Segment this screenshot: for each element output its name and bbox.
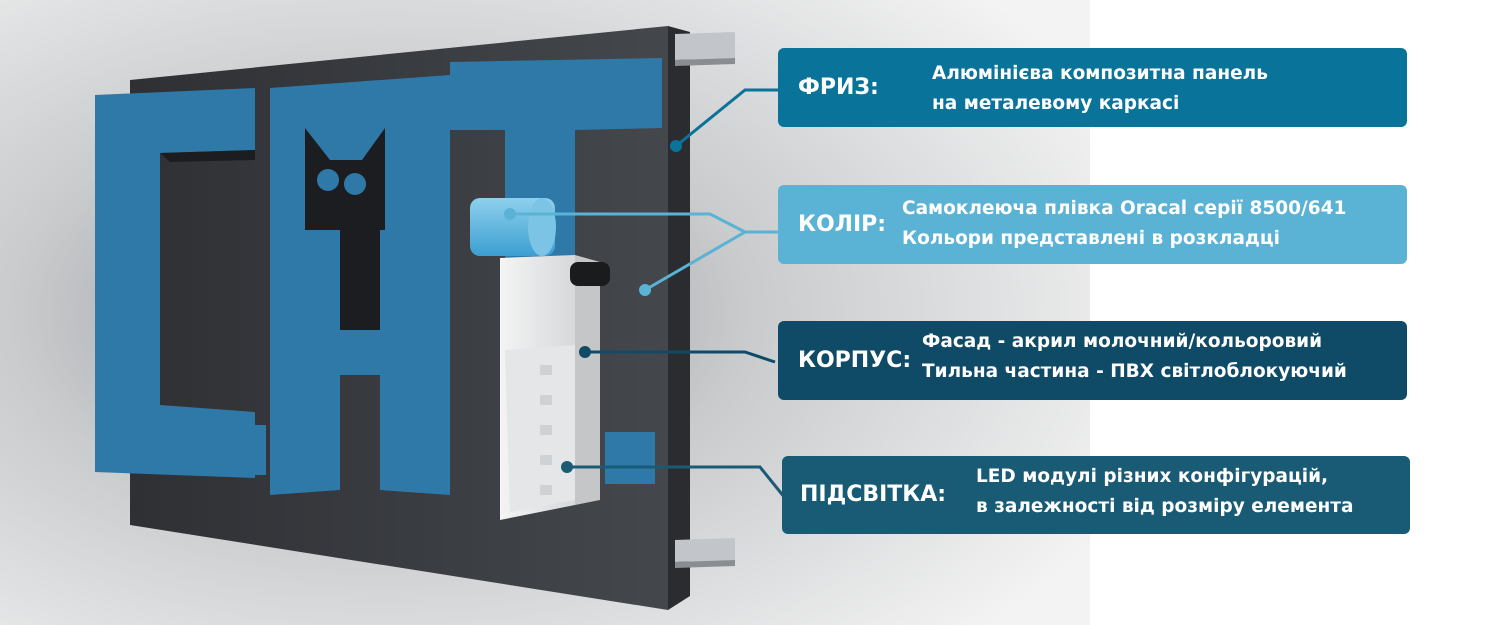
friz-line-1: Алюмінієва композитна панель	[932, 63, 1268, 84]
friz-line-2: на металевому каркасі	[932, 93, 1180, 114]
friz-description: Алюмінієва композитна панель на металево…	[932, 59, 1268, 119]
korpus-line-1: Фасад - акрил молочний/кольоровий	[922, 331, 1323, 352]
kolir-description: Самоклеюча плівка Oracal серії 8500/641 …	[902, 194, 1346, 254]
kolir-label-box: КОЛІР: Самоклеюча плівка Oracal серії 85…	[778, 185, 1407, 264]
letter-dot	[232, 425, 266, 475]
connector-dots	[504, 140, 682, 473]
kolir-line-1: Самоклеюча плівка Oracal серії 8500/641	[902, 198, 1347, 219]
pidsvitka-key: ПІДСВІТКА:	[800, 482, 947, 507]
letter-dot	[395, 425, 429, 475]
kolir-line-2: Кольори представлені в розкладці	[902, 228, 1280, 249]
acrylic-housing	[500, 255, 600, 520]
pidsvitka-description: LED модулі різних конфігурацій, в залежн…	[976, 462, 1354, 522]
friz-key: ФРИЗ:	[798, 75, 879, 100]
korpus-description: Фасад - акрил молочний/кольоровий Тильна…	[922, 327, 1347, 387]
connector-lines	[510, 88, 787, 499]
korpus-key: КОРПУС:	[798, 348, 912, 373]
friz-label-box: ФРИЗ: Алюмінієва композитна панель на ме…	[778, 48, 1407, 127]
letter-c	[95, 88, 255, 478]
kolir-key: КОЛІР:	[798, 212, 887, 237]
black-pipe	[570, 262, 610, 286]
pidsvitka-label-box: ПІДСВІТКА: LED модулі різних конфігураці…	[782, 456, 1410, 534]
pidsvitka-line-2: в залежності від розміру елемента	[976, 496, 1354, 517]
letter-dot	[605, 432, 655, 484]
korpus-line-2: Тильна частина - ПВХ світлоблокуючий	[922, 361, 1347, 382]
korpus-label-box: КОРПУС: Фасад - акрил молочний/кольорови…	[778, 321, 1407, 400]
cat-head	[305, 128, 385, 230]
pidsvitka-line-1: LED модулі різних конфігурацій,	[976, 466, 1329, 487]
color-film-tube	[470, 198, 556, 256]
